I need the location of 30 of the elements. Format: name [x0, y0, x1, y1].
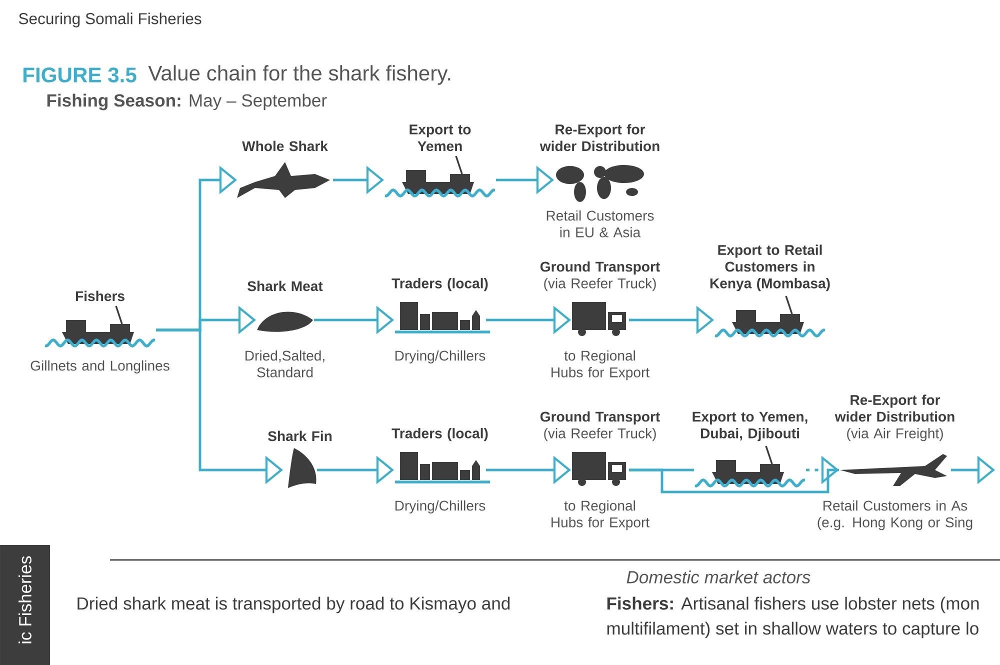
stage-label: Traders (local)	[392, 278, 488, 292]
caption-text: Drying/Chillers	[395, 350, 486, 364]
body-text: Dried shark meat is transported by road to Kismayo and	[78, 596, 510, 614]
stage-label: Re-Export for wider Distribution	[540, 124, 660, 152]
stage-label: Whole Shark	[242, 140, 328, 152]
stage-label: Fishers	[76, 290, 124, 302]
stage-label: Re-Export for wider Distribution (via Air Freight)	[834, 394, 954, 442]
caption-text: to Regional Hubs for Export	[552, 350, 650, 380]
caption-text: Retail Customers in As (e.g. Hong Kong or Sing	[818, 500, 972, 530]
body-text: multifilament) set in shallow waters to capture lo	[607, 622, 978, 638]
body-text: Fishers: Artisanal fishers use lobster nets (mon	[607, 596, 979, 614]
caption-text: Drying/Chillers	[395, 500, 486, 514]
stage-label: Shark Meat	[248, 280, 323, 292]
running-header: Securing Somali Fisheries	[18, 12, 202, 28]
stage-label: Export to Retail Customers in Kenya (Mombasa)	[710, 244, 830, 292]
caption-text: Gillnets and Longlines	[30, 360, 170, 374]
stage-label: Shark Fin	[268, 430, 332, 442]
season-note: Fishing Season: May – September	[47, 94, 327, 110]
stage-label: Traders (local)	[392, 428, 488, 442]
stage-label: Export to Yemen	[410, 124, 471, 152]
stage-label: Export to Yemen, Dubai, Djibouti	[692, 412, 808, 442]
stage-label: Ground Transport (via Reefer Truck)	[540, 411, 660, 442]
figure-title: Value chain for the shark fishery.	[148, 65, 450, 85]
caption-text: Dried,Salted, Standard	[246, 350, 324, 378]
stage-label: Ground Transport (via Reefer Truck)	[540, 261, 660, 292]
section-heading: Domestic market actors	[626, 570, 810, 584]
caption-text: Retail Customers in EU & Asia	[546, 210, 654, 238]
figure-number: FIGURE 3.5	[24, 68, 136, 82]
caption-text: to Regional Hubs for Export	[552, 500, 650, 530]
side-tab: ic Fisheries	[0, 545, 50, 665]
